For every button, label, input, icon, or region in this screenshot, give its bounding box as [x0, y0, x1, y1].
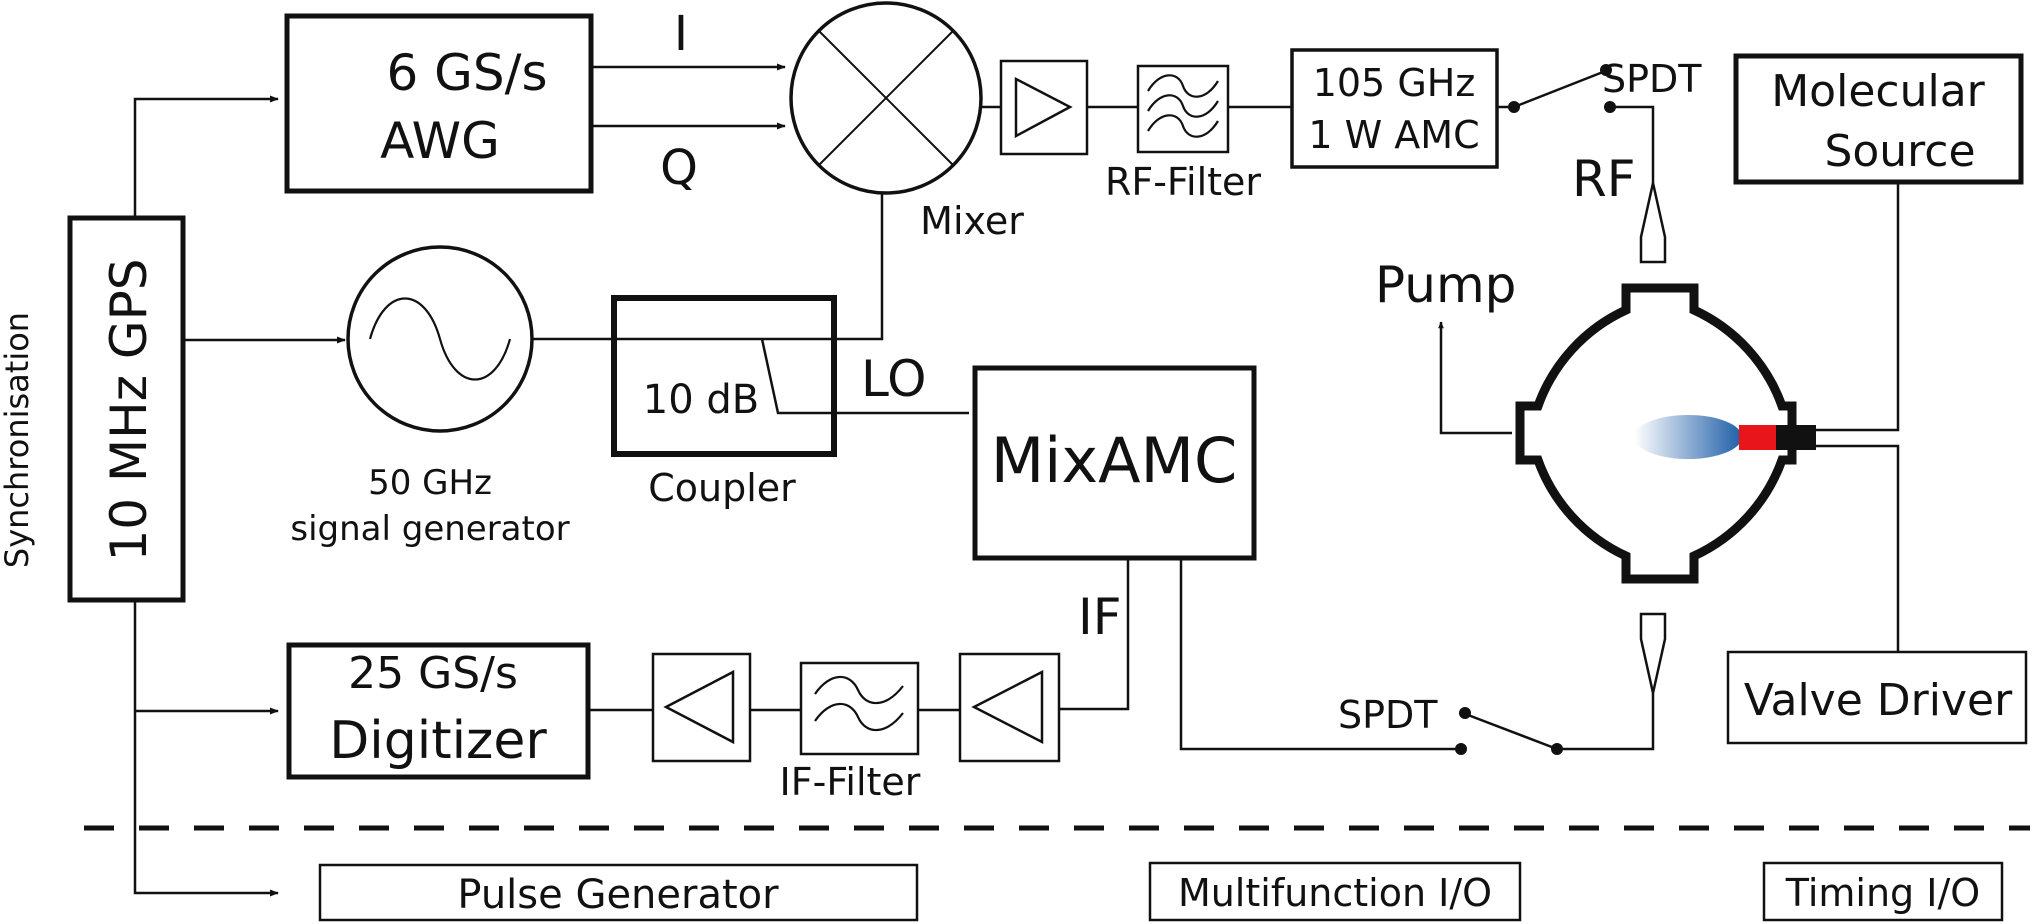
rf-filter: RF-Filter: [1105, 64, 1261, 204]
if-filter-label: IF-Filter: [780, 760, 921, 804]
spdt-top-label: SPDT: [1602, 57, 1702, 101]
nozzle-red: [1739, 425, 1776, 450]
awg-line2: AWG: [380, 112, 500, 170]
digitizer-line2: Digitizer: [329, 711, 547, 771]
rf-horn: RF: [1572, 150, 1667, 264]
digitizer-line1: 25 GS/s: [348, 648, 518, 699]
nozzle-lines: [1816, 182, 1900, 652]
digitizer-block: 25 GS/s Digitizer: [286, 642, 591, 780]
valve-driver-block: Valve Driver: [1726, 650, 2028, 745]
lo-lines: [532, 193, 969, 415]
if-amplifier-right: [958, 652, 1061, 763]
gps-distribution-lines: [133, 95, 346, 897]
signal-generator: 50 GHz signal generator: [290, 245, 570, 549]
mixer: Mixer: [789, 1, 1024, 243]
lo-label: LO: [861, 350, 926, 408]
if-line: IF: [1060, 558, 1130, 711]
rf-filter-label: RF-Filter: [1105, 160, 1261, 204]
signal-generator-line1: 50 GHz: [368, 463, 492, 503]
signal-generator-line2: signal generator: [290, 509, 569, 549]
amc-105ghz-line2: 1 W AMC: [1308, 113, 1479, 157]
pump: Pump: [1375, 256, 1516, 435]
amc-105ghz-block: 105 GHz 1 W AMC: [1290, 48, 1499, 169]
if-amplifier-left: [651, 652, 752, 763]
nozzle-black: [1776, 425, 1816, 450]
rf-label: RF: [1572, 150, 1636, 208]
iq-lines: I Q: [591, 6, 786, 196]
coupler-label: Coupler: [648, 466, 796, 510]
spdt-bottom-label: SPDT: [1338, 693, 1438, 737]
mixamc-block: MixAMC: [972, 365, 1257, 561]
amc-105ghz-line1: 105 GHz: [1313, 61, 1476, 105]
receive-horn: [1557, 612, 1667, 751]
mixer-label: Mixer: [920, 199, 1024, 243]
gps-label: 10 MHz GPS: [100, 258, 158, 561]
rf-amplifier: [999, 59, 1089, 156]
q-label: Q: [660, 140, 698, 196]
pulse-generator-label: Pulse Generator: [457, 872, 779, 918]
if-label: IF: [1078, 588, 1122, 646]
multifunction-io-label: Multifunction I/O: [1178, 871, 1492, 915]
spdt-switch-bottom: SPDT: [1179, 558, 1563, 755]
timing-io-label: Timing I/O: [1785, 871, 1980, 915]
molecular-beam: [1634, 415, 1742, 459]
coupler: 10 dB Coupler: [611, 295, 837, 510]
gps-block: 10 MHz GPS: [67, 215, 186, 603]
multifunction-io-block: Multifunction I/O: [1148, 861, 1522, 922]
synchronisation-label: Synchronisation: [0, 312, 36, 568]
molecular-source-block: Molecular Source: [1733, 53, 2024, 185]
valve-driver-label: Valve Driver: [1744, 675, 2013, 726]
i-label: I: [674, 6, 688, 62]
awg-block: 6 GS/s AWG: [284, 13, 594, 194]
spdt-switch-top: SPDT: [1508, 57, 1702, 183]
molecular-source-line2: Source: [1824, 126, 1975, 177]
pulse-generator-block: Pulse Generator: [318, 863, 919, 922]
if-filter: IF-Filter: [780, 661, 921, 804]
timing-io-block: Timing I/O: [1762, 861, 2004, 922]
mixamc-label: MixAMC: [991, 424, 1238, 497]
awg-line1: 6 GS/s: [386, 44, 547, 102]
vacuum-chamber: [1515, 283, 1816, 584]
pump-label: Pump: [1375, 256, 1516, 314]
molecular-source-line1: Molecular: [1771, 66, 1985, 117]
coupler-value: 10 dB: [643, 377, 759, 423]
